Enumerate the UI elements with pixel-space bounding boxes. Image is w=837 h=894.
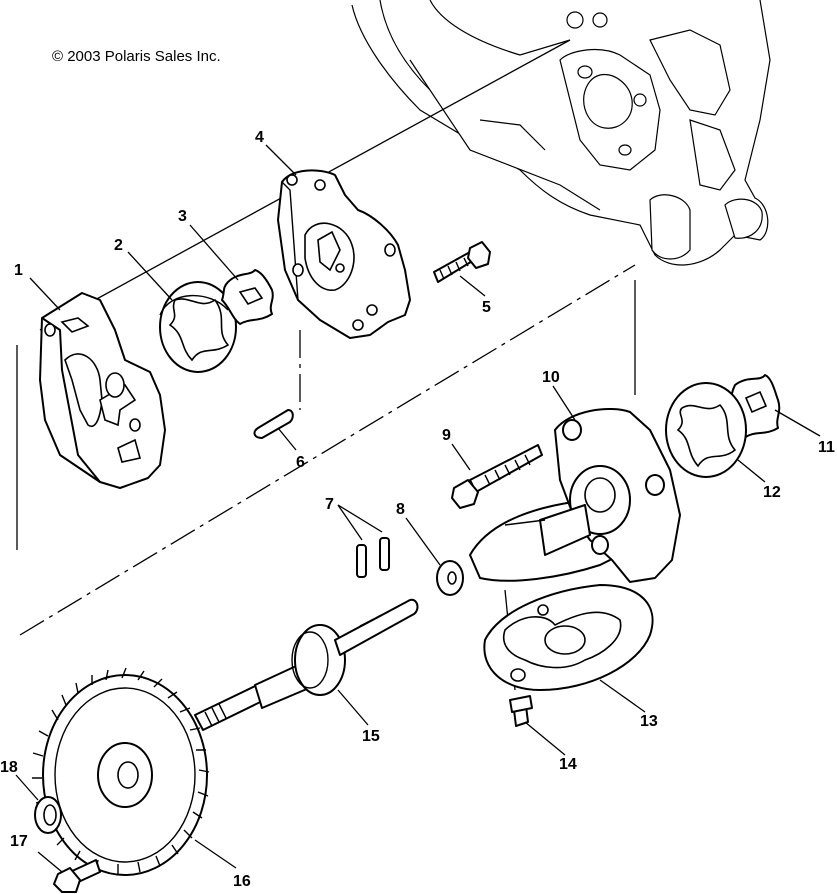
callout-9: 9 [442,427,451,444]
callout-labels: 1 2 3 4 5 6 7 8 9 10 11 12 13 14 15 16 1… [0,129,835,890]
callout-3: 3 [178,208,187,225]
drive-gear[interactable] [32,667,210,876]
inner-rotor-1[interactable] [221,269,274,325]
callout-6: 6 [296,454,305,471]
cover-plate[interactable] [483,584,654,691]
washer[interactable] [436,560,464,596]
leader-lines [15,144,821,873]
callout-7: 7 [325,496,334,513]
callout-12: 12 [763,484,781,501]
copyright-notice: © 2003 Polaris Sales Inc. [52,48,221,65]
callout-1: 1 [14,262,23,279]
callout-11: 11 [818,439,835,456]
pins[interactable] [356,537,390,578]
pump-plate[interactable] [277,169,411,339]
pump-housing[interactable] [469,408,681,583]
screw[interactable] [509,695,533,727]
outer-pump-body[interactable] [39,292,166,489]
callout-8: 8 [396,501,405,518]
gear-bolt[interactable] [53,859,101,893]
gear-washer[interactable] [34,796,62,834]
bolt[interactable] [433,241,491,283]
callout-2: 2 [114,237,123,254]
callout-14: 14 [559,756,577,773]
engine-case [351,0,771,266]
callout-4: 4 [255,129,264,146]
long-bolt[interactable] [451,444,543,509]
callout-5: 5 [482,299,491,316]
pump-shaft[interactable] [194,598,419,731]
callout-16: 16 [233,873,251,890]
callout-15: 15 [362,728,380,745]
dowel-pin[interactable] [253,409,294,439]
callout-10: 10 [542,369,560,386]
callout-13: 13 [640,713,658,730]
outer-rotor-1[interactable] [159,281,237,373]
outer-rotor-2[interactable] [665,382,747,478]
callout-18: 18 [0,759,18,776]
callout-17: 17 [10,833,28,850]
